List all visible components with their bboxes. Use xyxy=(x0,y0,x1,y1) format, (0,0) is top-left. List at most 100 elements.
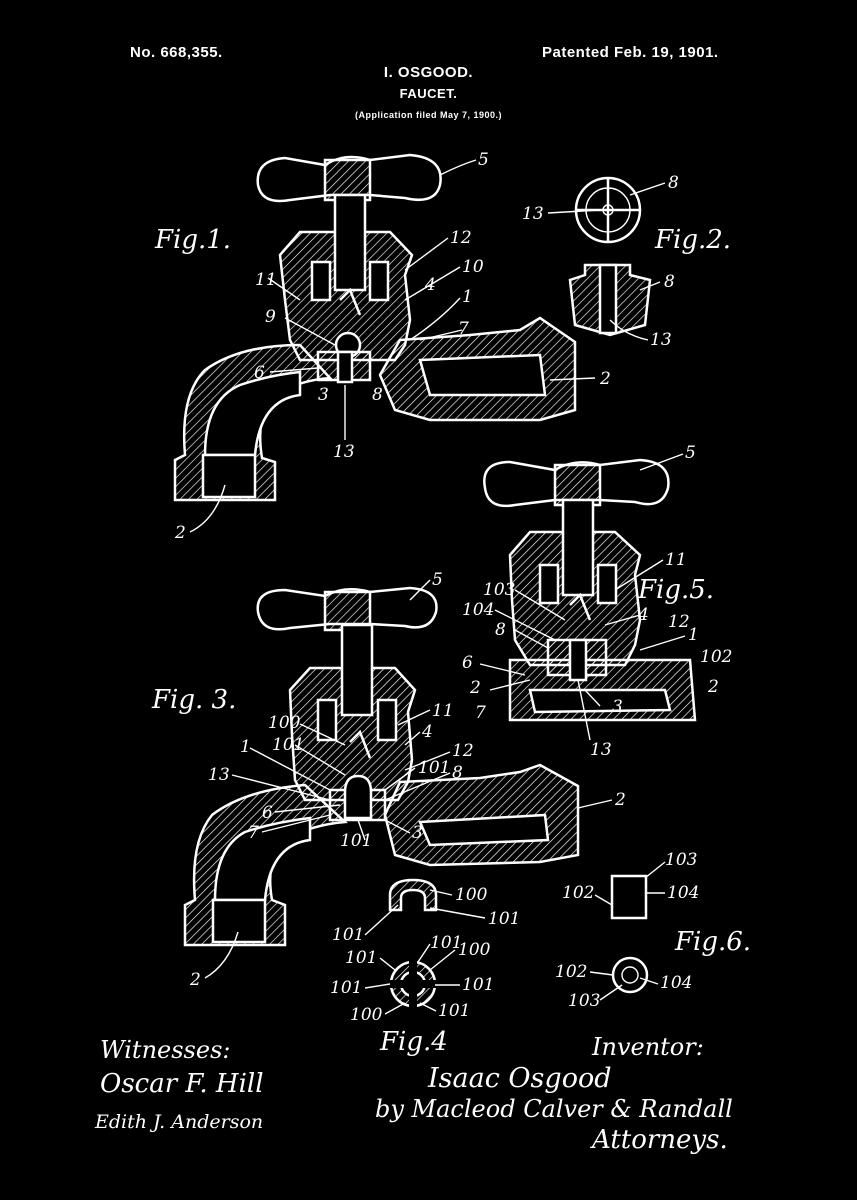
figure-4-numerals: 100 101 101 101 101 100 101 101 100 101 xyxy=(330,885,520,1025)
fig4-numeral: 101 xyxy=(332,925,364,945)
fig2-numeral: 13 xyxy=(522,204,544,224)
figure-4-label: Fig.4 xyxy=(379,1027,448,1057)
patent-number: No. 668,355. xyxy=(130,44,223,61)
figure-2-leaders xyxy=(547,182,666,341)
witnesses-label: Witnesses: xyxy=(100,1036,230,1064)
fig1-numeral: 13 xyxy=(333,442,355,462)
fig3-numeral: 12 xyxy=(452,741,474,761)
figure-6-drawing xyxy=(610,874,649,994)
fig4-numeral: 101 xyxy=(345,948,377,968)
fig5-numeral: 104 xyxy=(462,600,494,620)
figure-4-leaders xyxy=(364,889,486,1015)
fig5-numeral: 12 xyxy=(668,612,690,632)
figure-2-label: Fig.2. xyxy=(654,225,731,255)
fig5-numeral: 13 xyxy=(590,740,612,760)
fig5-numeral: 2 xyxy=(469,678,481,698)
fig1-numeral: 9 xyxy=(265,307,276,327)
figure-5-label: Fig.5. xyxy=(637,575,714,605)
fig5-numeral: 103 xyxy=(483,580,515,600)
inventor-label: Inventor: xyxy=(591,1033,704,1061)
attorneys-signature: by Macleod Calver & Randall xyxy=(375,1095,733,1123)
fig5-numeral: 2 xyxy=(707,677,719,697)
patent-title: FAUCET. xyxy=(399,86,458,101)
inventor-name: I. OSGOOD. xyxy=(383,64,474,81)
fig2-numeral: 8 xyxy=(664,272,675,292)
fig6-numeral: 103 xyxy=(568,991,600,1011)
figure-5-numerals: 5 11 103 104 4 12 8 1 6 102 2 2 7 3 13 xyxy=(462,443,732,760)
fig5-numeral: 4 xyxy=(637,605,649,625)
fig6-numeral: 104 xyxy=(667,883,699,903)
fig4-numeral: 101 xyxy=(430,933,462,953)
figure-3-leaders xyxy=(204,579,613,979)
fig2-numeral: 13 xyxy=(650,330,672,350)
fig3-numeral: 101 xyxy=(418,758,450,778)
fig4-numeral: 101 xyxy=(330,978,362,998)
fig4-numeral: 100 xyxy=(458,940,491,960)
figure-6-leaders xyxy=(589,861,666,1001)
figure-3-numerals: 5 100 11 1 101 4 13 12 101 8 6 7 101 3 2… xyxy=(189,570,626,990)
fig1-numeral: 2 xyxy=(599,369,611,389)
fig3-numeral: 4 xyxy=(421,722,433,742)
figure-5-leaders xyxy=(479,453,686,741)
figure-2-numerals: 8 13 8 13 xyxy=(522,173,679,350)
figure-1-label: Fig.1. xyxy=(154,225,231,255)
figure-2-drawing xyxy=(568,176,652,337)
fig1-numeral: 11 xyxy=(255,270,277,290)
fig6-numeral: 103 xyxy=(665,850,697,870)
fig3-numeral: 100 xyxy=(268,713,301,733)
application-filed: (Application filed May 7, 1900.) xyxy=(354,110,503,120)
fig1-numeral: 2 xyxy=(174,523,186,543)
fig1-numeral: 7 xyxy=(458,319,469,339)
fig5-numeral: 7 xyxy=(475,703,486,723)
fig3-numeral: 6 xyxy=(262,803,273,823)
fig3-numeral: 1 xyxy=(240,737,251,757)
fig1-numeral: 10 xyxy=(462,257,484,277)
figure-6-numerals: 103 102 104 102 104 103 xyxy=(555,850,699,1011)
fig5-numeral: 6 xyxy=(462,653,473,673)
figure-1-leaders xyxy=(189,159,596,533)
fig4-numeral: 101 xyxy=(488,909,520,929)
fig5-numeral: 3 xyxy=(612,697,623,717)
figure-3-label: Fig. 3. xyxy=(151,685,236,715)
witness-1-signature: Oscar F. Hill xyxy=(100,1069,264,1099)
fig6-numeral: 102 xyxy=(562,883,594,903)
fig5-numeral: 5 xyxy=(685,443,696,463)
fig3-numeral: 8 xyxy=(452,763,463,783)
fig2-numeral: 8 xyxy=(668,173,679,193)
fig1-numeral: 8 xyxy=(372,385,383,405)
fig3-numeral: 101 xyxy=(272,735,304,755)
figure-6-label: Fig.6. xyxy=(674,927,751,957)
fig3-numeral: 2 xyxy=(614,790,626,810)
fig5-numeral: 8 xyxy=(495,620,506,640)
fig1-numeral: 3 xyxy=(318,385,329,405)
witness-2-signature: Edith J. Anderson xyxy=(94,1111,263,1133)
fig3-numeral: 101 xyxy=(340,831,372,851)
figure-1-drawing xyxy=(173,153,577,502)
fig3-numeral: 13 xyxy=(208,765,230,785)
fig4-numeral: 101 xyxy=(438,1001,470,1021)
fig3-numeral: 7 xyxy=(248,823,259,843)
fig1-numeral: 5 xyxy=(478,150,489,170)
fig3-numeral: 5 xyxy=(432,570,443,590)
figure-3-drawing xyxy=(183,586,580,947)
fig4-numeral: 100 xyxy=(350,1005,383,1025)
patent-date: Patented Feb. 19, 1901. xyxy=(542,44,719,61)
fig5-numeral: 1 xyxy=(688,625,699,645)
attorneys-label: Attorneys. xyxy=(590,1125,728,1155)
fig1-numeral: 6 xyxy=(254,363,265,383)
fig6-numeral: 104 xyxy=(660,973,692,993)
inventor-signature: Isaac Osgood xyxy=(427,1063,612,1094)
figure-5-drawing xyxy=(483,458,697,722)
fig1-numeral: 1 xyxy=(462,287,473,307)
fig6-numeral: 102 xyxy=(555,962,587,982)
fig5-numeral: 11 xyxy=(665,550,687,570)
fig4-numeral: 101 xyxy=(462,975,494,995)
fig3-numeral: 11 xyxy=(432,701,454,721)
figure-4-drawing xyxy=(388,878,438,1008)
fig4-numeral: 100 xyxy=(455,885,488,905)
fig1-numeral: 12 xyxy=(450,228,472,248)
fig3-numeral: 2 xyxy=(189,970,201,990)
fig5-numeral: 102 xyxy=(700,647,732,667)
fig3-numeral: 3 xyxy=(412,823,423,843)
